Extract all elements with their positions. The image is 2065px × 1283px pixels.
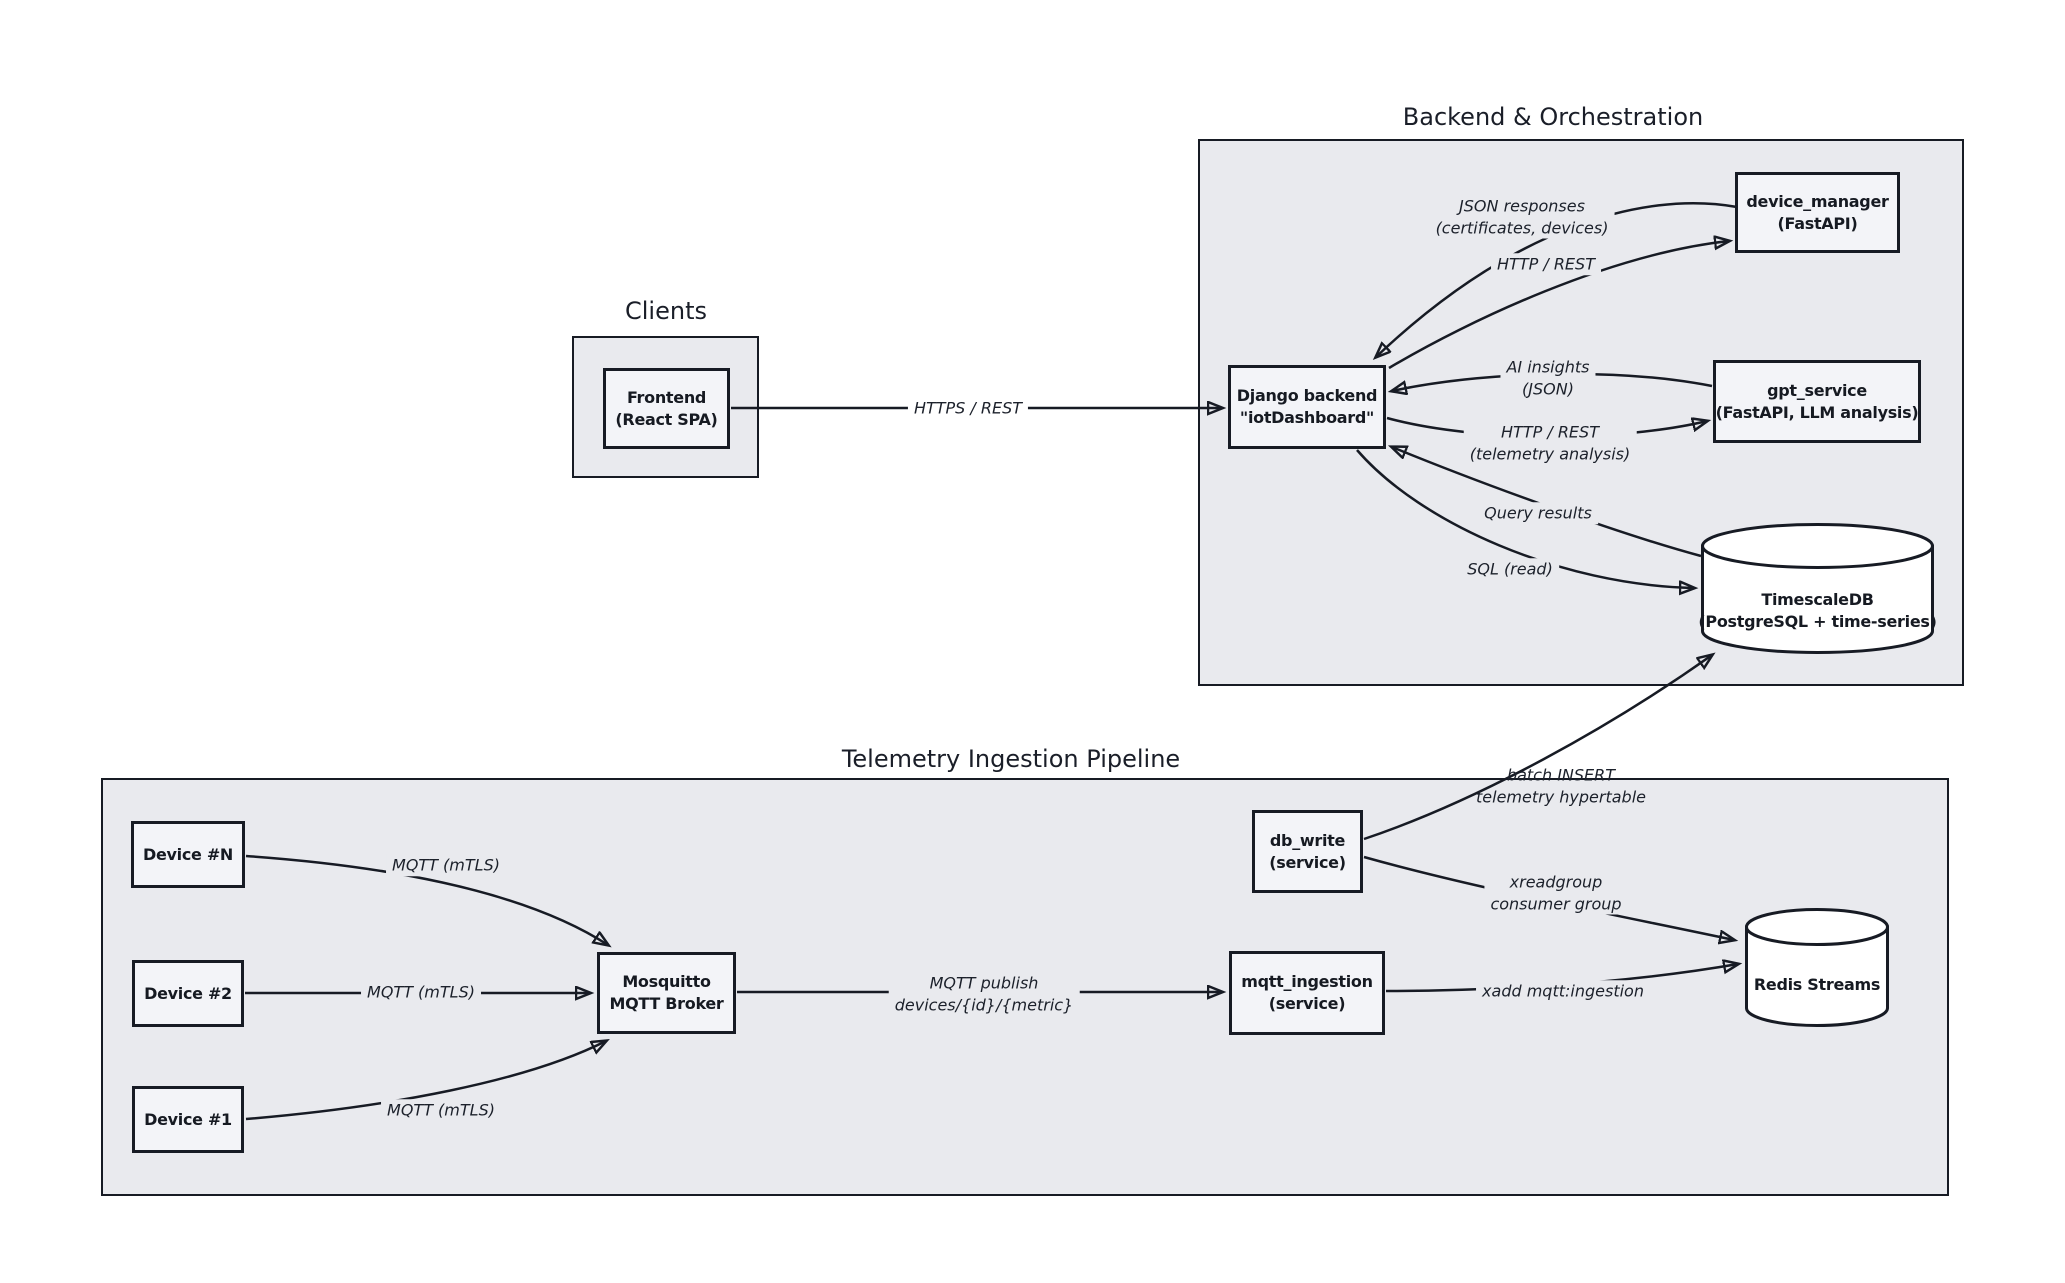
node-mqtt-ingestion-label: mqtt_ingestion <box>1241 972 1373 991</box>
node-redis-streams: Redis Streams <box>1744 907 1890 1028</box>
node-timescaledb-text: TimescaleDB (PostgreSQL + time-series) <box>1698 568 1937 653</box>
node-gpt-service-sublabel: (FastAPI, LLM analysis) <box>1715 402 1919 422</box>
database-cylinder-icon <box>1745 908 1889 1027</box>
group-title-telemetry: Telemetry Ingestion Pipeline <box>841 745 1181 773</box>
edge-label-json-responses: JSON responses (certificates, devices) <box>1429 195 1615 239</box>
edge-label-mqtt-mtls-n: MQTT (mTLS) <box>386 854 506 876</box>
node-frontend-label: Frontend <box>626 387 707 407</box>
node-db-write: db_write (service) <box>1252 810 1363 893</box>
group-title-backend: Backend & Orchestration <box>1402 103 1704 131</box>
node-gpt-service: gpt_service (FastAPI, LLM analysis) <box>1713 360 1921 443</box>
node-django-label: Django backend <box>1236 386 1378 405</box>
edge-label-batch-insert: batch INSERT telemetry hypertable <box>1476 765 1646 807</box>
node-mosquitto-label: Mosquitto <box>622 972 711 991</box>
group-title-clients: Clients <box>625 297 707 325</box>
edge-label-xadd: xadd mqtt:ingestion <box>1476 980 1650 1002</box>
node-device-manager-label: device_manager <box>1746 191 1889 211</box>
node-mosquitto-sublabel: MQTT Broker <box>609 994 724 1013</box>
node-timescaledb-label: TimescaleDB <box>1761 589 1874 609</box>
node-device-2: Device #2 <box>132 960 244 1027</box>
node-frontend-sublabel: (React SPA) <box>615 409 718 429</box>
node-mosquitto-broker: Mosquitto MQTT Broker <box>597 952 736 1034</box>
node-device-manager-sublabel: (FastAPI) <box>1777 213 1858 233</box>
node-timescaledb-sublabel: (PostgreSQL + time-series) <box>1698 611 1937 631</box>
database-cylinder-icon <box>1701 523 1934 654</box>
edge-label-xreadgroup: xreadgroup consumer group <box>1484 871 1628 915</box>
edge-label-http-rest-devicemanager: HTTP / REST <box>1491 253 1601 275</box>
edge-label-query-results: Query results <box>1478 502 1598 524</box>
node-mqtt-ingestion-sublabel: (service) <box>1268 994 1346 1013</box>
node-device-n-label: Device #N <box>142 844 234 864</box>
node-frontend: Frontend (React SPA) <box>603 368 730 449</box>
node-device-n: Device #N <box>131 821 245 888</box>
node-device-1: Device #1 <box>132 1086 244 1153</box>
edge-label-https-rest: HTTPS / REST <box>907 397 1029 419</box>
node-redis-label: Redis Streams <box>1753 975 1881 994</box>
node-device-manager: device_manager (FastAPI) <box>1735 172 1900 253</box>
edge-label-http-rest-gpt: HTTP / REST (telemetry analysis) <box>1463 421 1637 465</box>
edge-label-mqtt-mtls-1: MQTT (mTLS) <box>381 1099 501 1121</box>
edge-label-sql-read: SQL (read) <box>1461 558 1559 580</box>
node-timescaledb: TimescaleDB (PostgreSQL + time-series) <box>1698 522 1937 655</box>
node-gpt-service-label: gpt_service <box>1767 380 1867 400</box>
node-redis-text: Redis Streams <box>1744 945 1890 1025</box>
node-db-write-label: db_write <box>1269 830 1346 850</box>
edge-label-mqtt-publish: MQTT publish devices/{id}/{metric} <box>888 972 1080 1016</box>
edge-label-mqtt-mtls-2: MQTT (mTLS) <box>361 981 481 1003</box>
node-device-1-label: Device #1 <box>144 1109 232 1129</box>
node-django-sublabel: "iotDashboard" <box>1239 408 1375 427</box>
node-mqtt-ingestion: mqtt_ingestion (service) <box>1229 951 1385 1035</box>
node-django-backend: Django backend "iotDashboard" <box>1228 365 1386 449</box>
node-device-2-label: Device #2 <box>144 983 232 1003</box>
edge-label-ai-insights: AI insights (JSON) <box>1500 356 1596 400</box>
node-db-write-sublabel: (service) <box>1269 852 1346 872</box>
